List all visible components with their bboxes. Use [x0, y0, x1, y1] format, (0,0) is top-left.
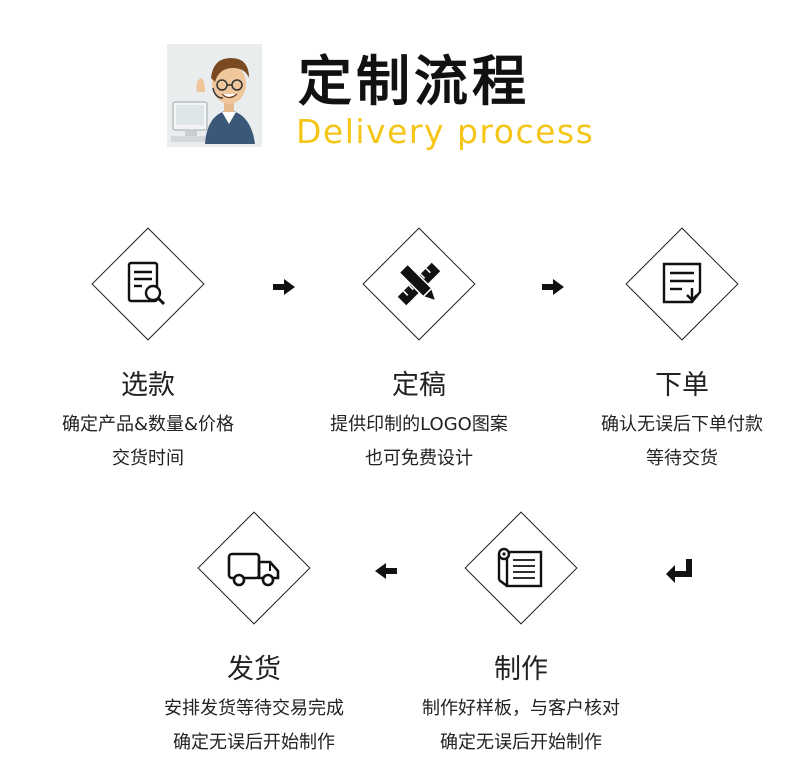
step-2-line2: 也可免费设计 [365, 448, 473, 469]
delivery-truck-icon [226, 540, 282, 596]
step-3-line2: 等待交货 [646, 448, 718, 469]
step-5-line1: 安排发货等待交易完成 [164, 698, 344, 719]
arrow-right-icon [540, 276, 568, 298]
step-1-title: 选款 [121, 370, 175, 401]
step-3-title: 下单 [655, 370, 709, 401]
arrow-right-icon [271, 276, 299, 298]
customer-service-illustration [167, 44, 262, 147]
step-2-line1: 提供印制的LOGO图案 [330, 414, 508, 435]
document-search-icon [120, 256, 176, 312]
step-3-line1: 确认无误后下单付款 [601, 414, 763, 435]
arrow-left-icon [373, 560, 401, 582]
step-4-line2: 确定无误后开始制作 [440, 732, 602, 753]
step-4-title: 制作 [494, 654, 548, 685]
step-5-title: 发货 [227, 654, 281, 685]
page-title: 定制流程 [298, 50, 530, 113]
pencil-ruler-icon [391, 256, 447, 312]
step-4-line1: 制作好样板，与客户核对 [422, 698, 620, 719]
document-download-icon [654, 256, 710, 312]
step-5-line2: 确定无误后开始制作 [173, 732, 335, 753]
return-arrow-icon [664, 558, 694, 584]
page-subtitle: Delivery process [296, 112, 595, 151]
step-2-title: 定稿 [392, 370, 446, 401]
paper-roll-icon [493, 540, 549, 596]
step-1-line1: 确定产品&数量&价格 [61, 414, 235, 435]
step-1-line2: 交货时间 [112, 448, 184, 469]
